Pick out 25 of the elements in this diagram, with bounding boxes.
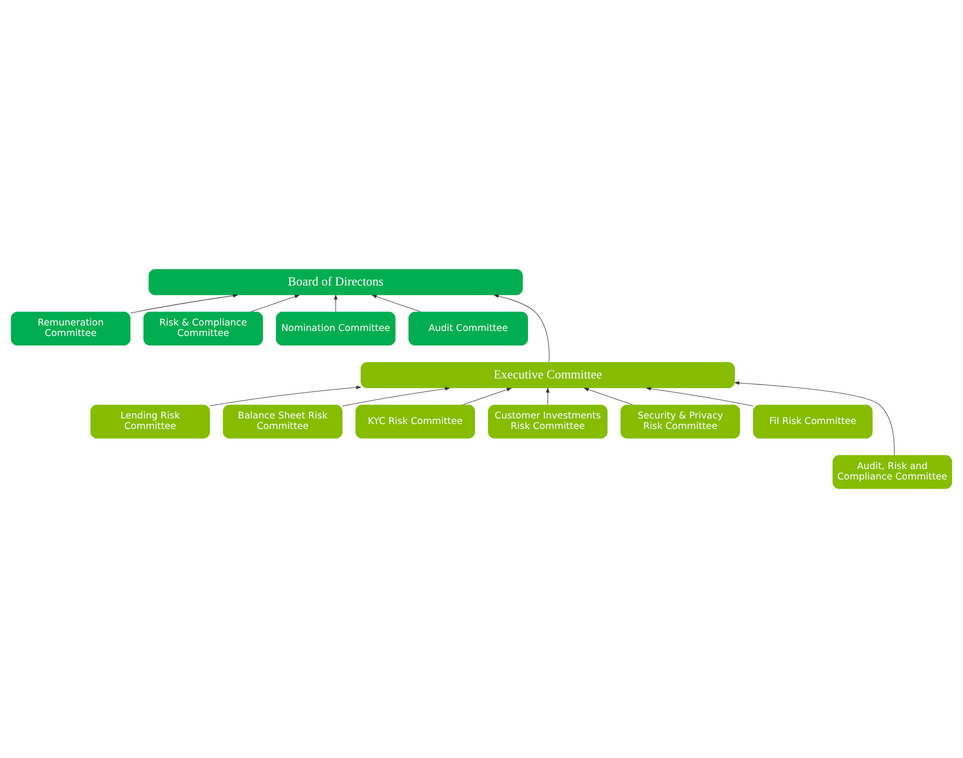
arrow [342, 386, 450, 406]
arrow [462, 388, 512, 405]
arrow [646, 386, 754, 406]
arrow [250, 294, 300, 312]
node-box: Customer Investments Risk Committee [488, 404, 608, 438]
node-box: Nomination Committee [276, 312, 396, 346]
arrow [210, 386, 362, 406]
arrow [734, 381, 895, 456]
arrow [130, 294, 238, 314]
node-box: Lending Risk Committee [90, 404, 210, 438]
node-box: Balance Sheet Risk Committee [222, 404, 342, 438]
arrow [493, 294, 550, 362]
node-box: KYC Risk Committee [355, 404, 475, 438]
node-box: Remuneration Committee [10, 312, 130, 346]
node-box: Audit Committee [408, 312, 528, 346]
node-box: Audit, Risk and Compliance Committee [832, 455, 952, 489]
arrow [584, 388, 633, 405]
node-box: FiI Risk Committee [753, 404, 873, 438]
node-box: Executive Committee [360, 362, 735, 388]
arrow [546, 387, 550, 405]
node-box: Security & Privacy Risk Committee [620, 404, 740, 438]
node-box: Risk & Compliance Committee [143, 312, 263, 346]
node-box: Board of Directons [148, 269, 523, 296]
arrow [334, 294, 338, 312]
arrow [372, 294, 421, 312]
